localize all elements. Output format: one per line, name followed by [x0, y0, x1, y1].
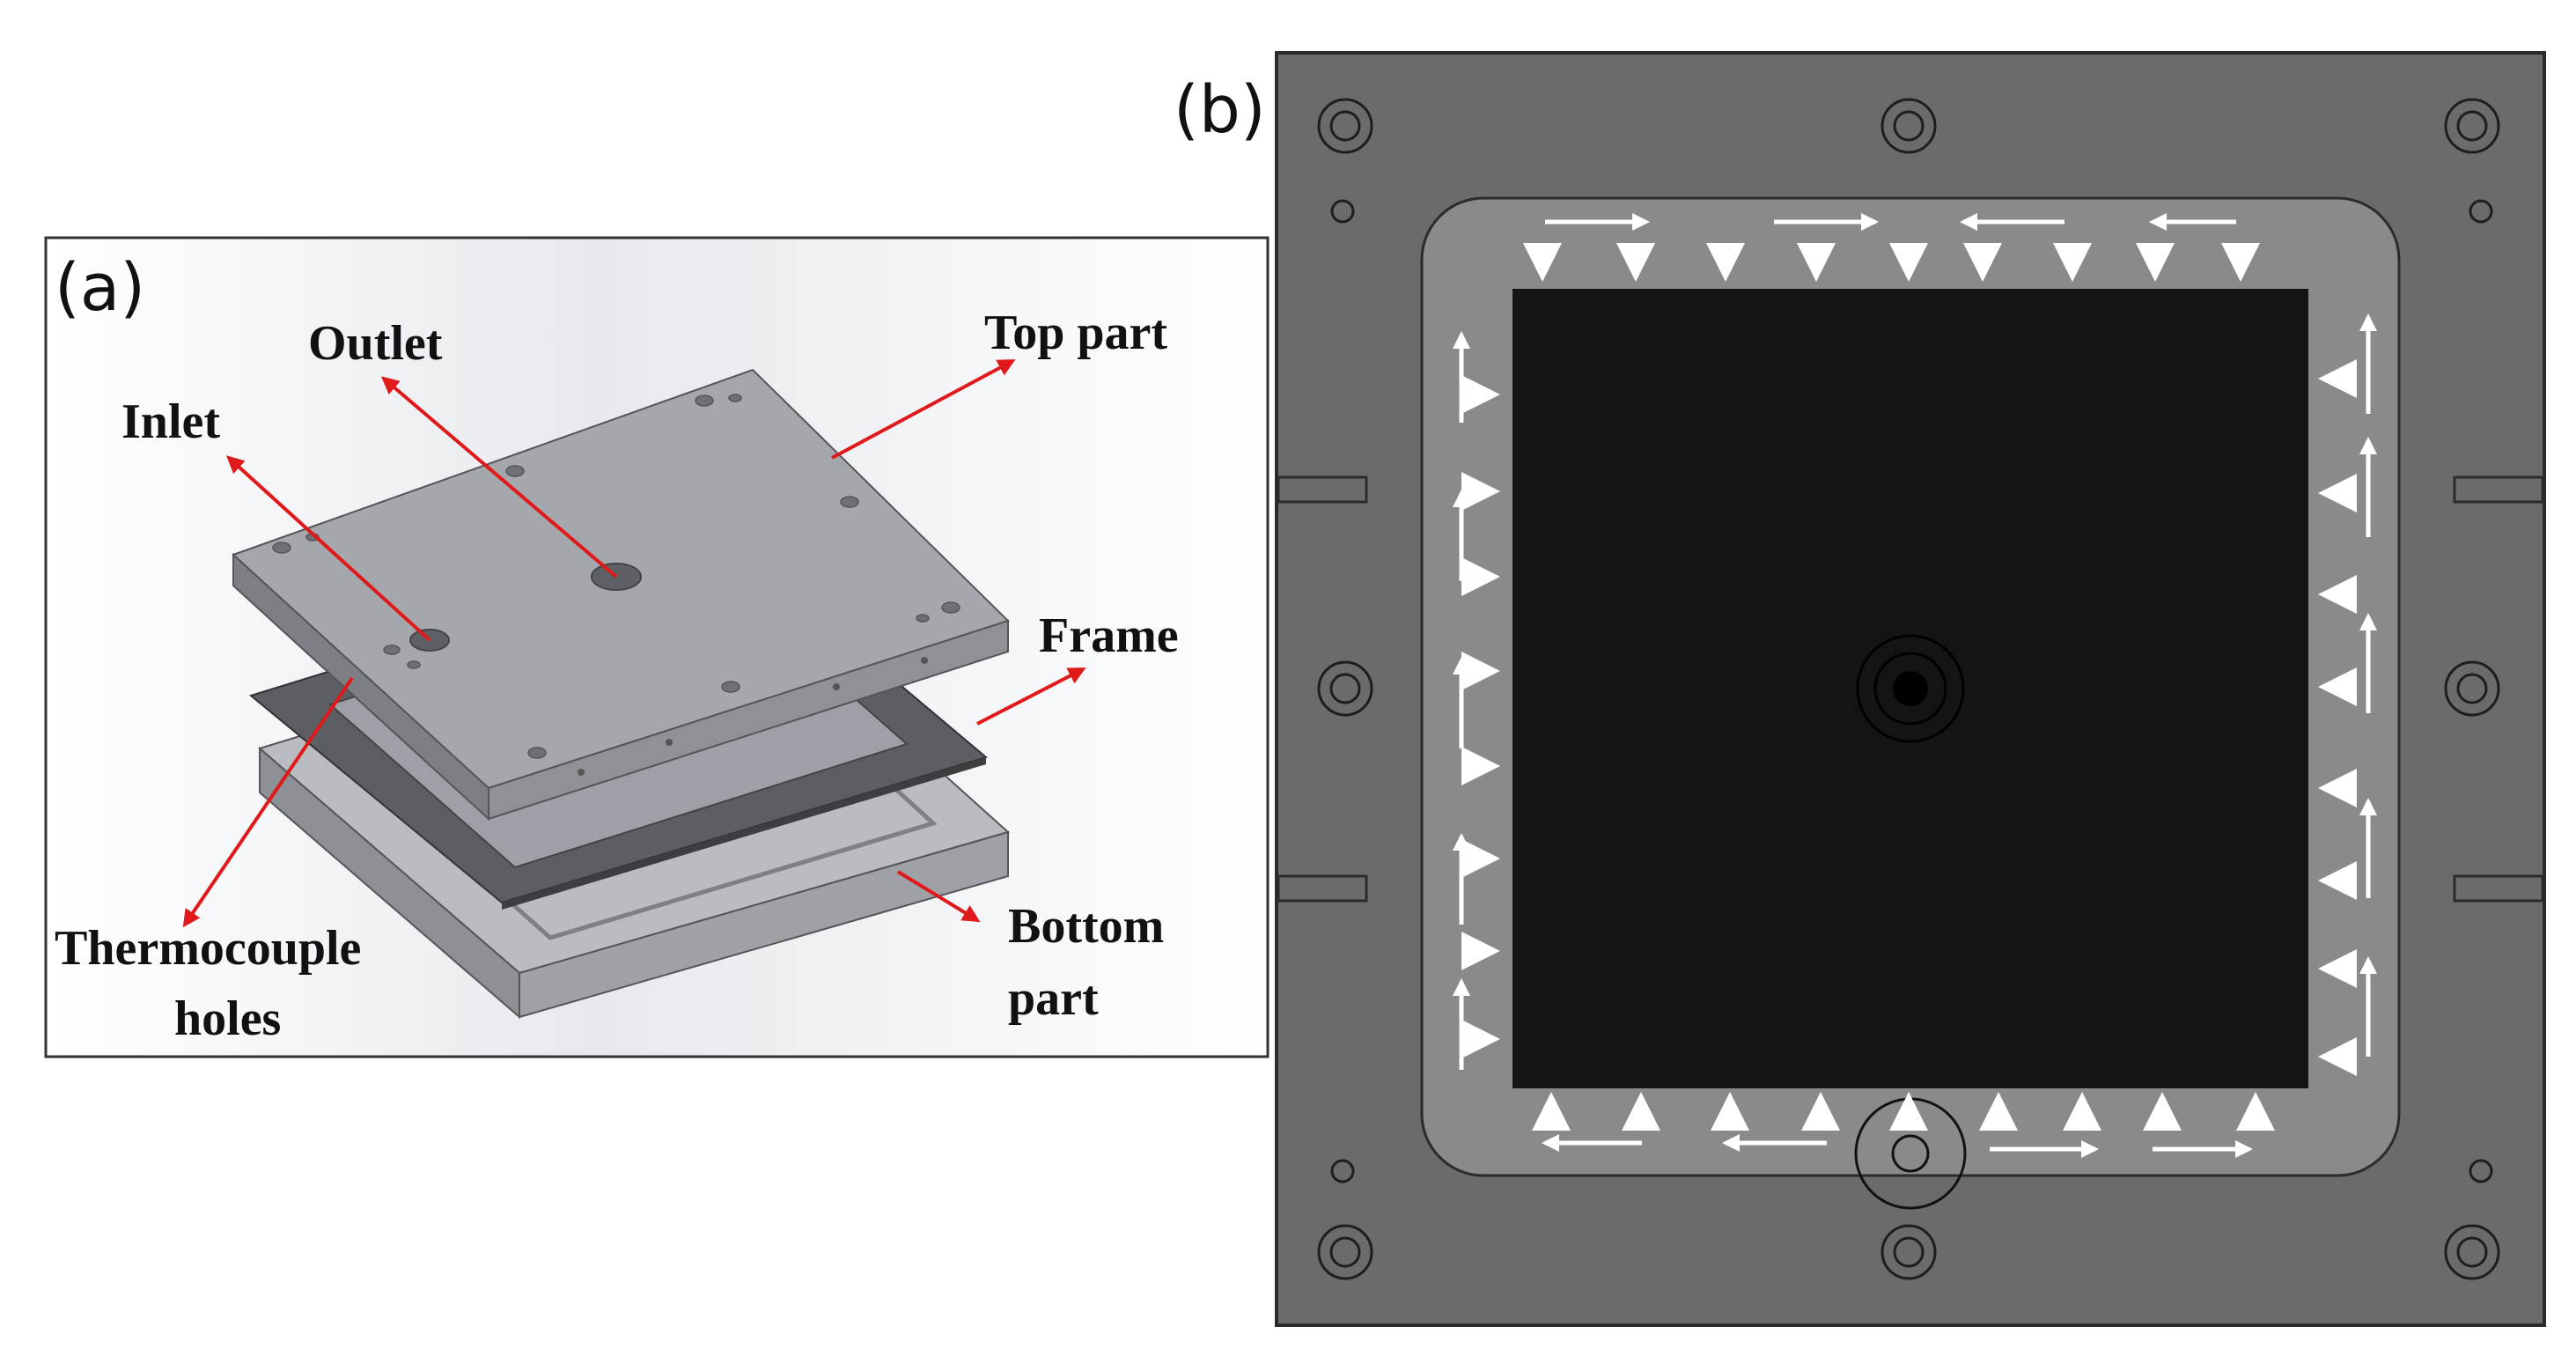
label-thermocouple-line2: holes — [174, 991, 281, 1046]
flow-triangle — [1532, 1092, 1571, 1131]
thermocouple-arrow — [182, 676, 354, 928]
flow-triangle — [1461, 375, 1500, 414]
flow-triangle — [1461, 932, 1500, 970]
label-inlet: Inlet — [121, 394, 220, 449]
flow-triangle — [2143, 1092, 2182, 1131]
outlet-arrow — [380, 376, 618, 579]
flow-triangle — [1461, 557, 1500, 596]
flow-triangle — [1616, 243, 1655, 282]
frame-arrow — [976, 667, 1086, 726]
panel-a: (a) — [44, 236, 1270, 1058]
flow-triangle — [1963, 243, 2002, 282]
label-top-part: Top part — [984, 306, 1167, 360]
annotation-arrows — [182, 359, 1086, 928]
flow-triangle — [2318, 667, 2357, 706]
outlet-port — [1856, 634, 1965, 743]
flow-triangle — [1622, 1092, 1660, 1131]
flow-triangle — [2236, 1092, 2275, 1131]
flow-triangle — [2318, 769, 2357, 807]
flow-triangle — [1461, 472, 1500, 511]
flow-arrows — [1453, 213, 2377, 1158]
inlet-arrow — [226, 455, 431, 642]
flow-triangle — [2063, 1092, 2101, 1131]
flow-triangle — [2318, 359, 2357, 398]
panel-a-tag: (a) — [55, 250, 145, 326]
bolt-holes-b — [1317, 98, 2500, 1280]
flow-triangle — [2318, 949, 2357, 988]
label-thermocouple-line1: Thermocouple — [55, 921, 361, 976]
flow-triangle — [2136, 243, 2175, 282]
flow-triangle — [1461, 747, 1500, 785]
flow-triangle — [1461, 652, 1500, 690]
flow-triangle — [2318, 861, 2357, 900]
flow-triangle — [1889, 1092, 1928, 1131]
bolt-holes — [272, 394, 960, 759]
flow-triangle — [1461, 1020, 1500, 1058]
flow-triangle — [2318, 474, 2357, 512]
label-bottom-line1: Bottom — [1008, 899, 1164, 954]
bottom-part-arrow — [896, 870, 981, 923]
flow-triangle — [1523, 243, 1562, 282]
alignment-slots — [1277, 475, 2544, 903]
flow-triangle — [2053, 243, 2092, 282]
top-part-plate — [232, 368, 1010, 822]
thermocouple-holes — [578, 657, 928, 776]
flow-triangle — [1797, 243, 1836, 282]
flow-triangle — [1711, 1092, 1749, 1131]
label-bottom-line2: part — [1008, 971, 1099, 1026]
flow-triangle — [2318, 575, 2357, 614]
label-outlet: Outlet — [308, 316, 443, 371]
flow-triangle — [1889, 243, 1928, 282]
flow-triangle — [1801, 1092, 1840, 1131]
label-frame: Frame — [1039, 608, 1179, 663]
flow-triangle — [2221, 243, 2260, 282]
flow-triangle — [1706, 243, 1745, 282]
flow-triangle — [2318, 1037, 2357, 1076]
flow-triangle — [1979, 1092, 2018, 1131]
top-part-arrow — [831, 359, 1016, 460]
panel-b: (b) — [1174, 51, 2546, 1327]
panel-b-tag: (b) — [1174, 72, 1266, 148]
flow-triangle — [1461, 839, 1500, 878]
